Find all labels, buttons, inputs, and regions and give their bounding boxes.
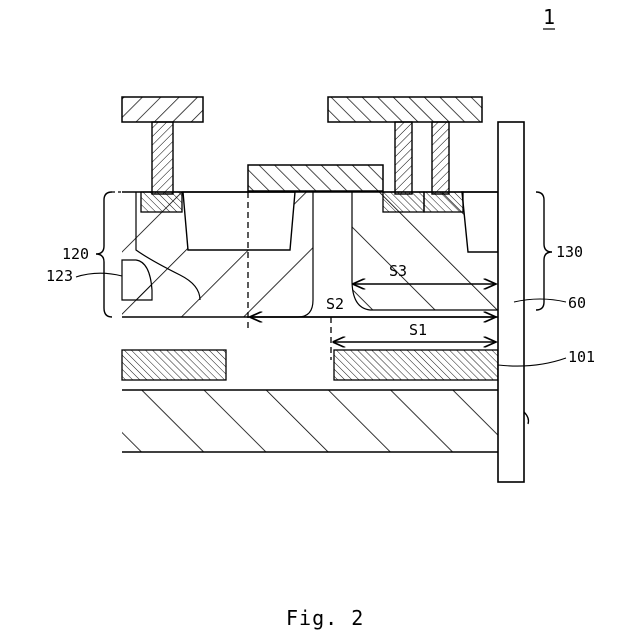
- label-120: 120: [62, 245, 89, 263]
- buried-layer-left: [122, 350, 226, 380]
- label-s2: S2: [326, 295, 344, 313]
- gate-electrode: [248, 165, 383, 191]
- label-130: 130: [556, 243, 583, 261]
- brace-130: [536, 192, 552, 310]
- contact-left: [141, 192, 182, 212]
- metal-line-left: [122, 97, 203, 122]
- label-s3: S3: [389, 262, 407, 280]
- figure-number: 1: [543, 5, 556, 29]
- substrate: [122, 390, 498, 452]
- brace-120: [96, 192, 112, 317]
- via-left: [152, 122, 173, 194]
- leader-123: [76, 273, 122, 277]
- contact-right-2: [424, 192, 463, 212]
- label-123: 123: [46, 267, 73, 285]
- metal-line-right: [328, 97, 482, 122]
- isolation-trench-left: [183, 192, 295, 250]
- figure-caption: Fig. 2: [286, 606, 364, 630]
- isolation-trench-right: [462, 192, 498, 252]
- buried-layer-right: [334, 350, 498, 380]
- label-s1: S1: [409, 321, 427, 339]
- contact-right-1: [383, 192, 424, 212]
- label-60: 60: [568, 294, 586, 312]
- via-right-1: [395, 122, 412, 194]
- via-right-2: [432, 122, 449, 194]
- label-101: 101: [568, 348, 595, 366]
- deep-trench-isolation: [498, 122, 524, 482]
